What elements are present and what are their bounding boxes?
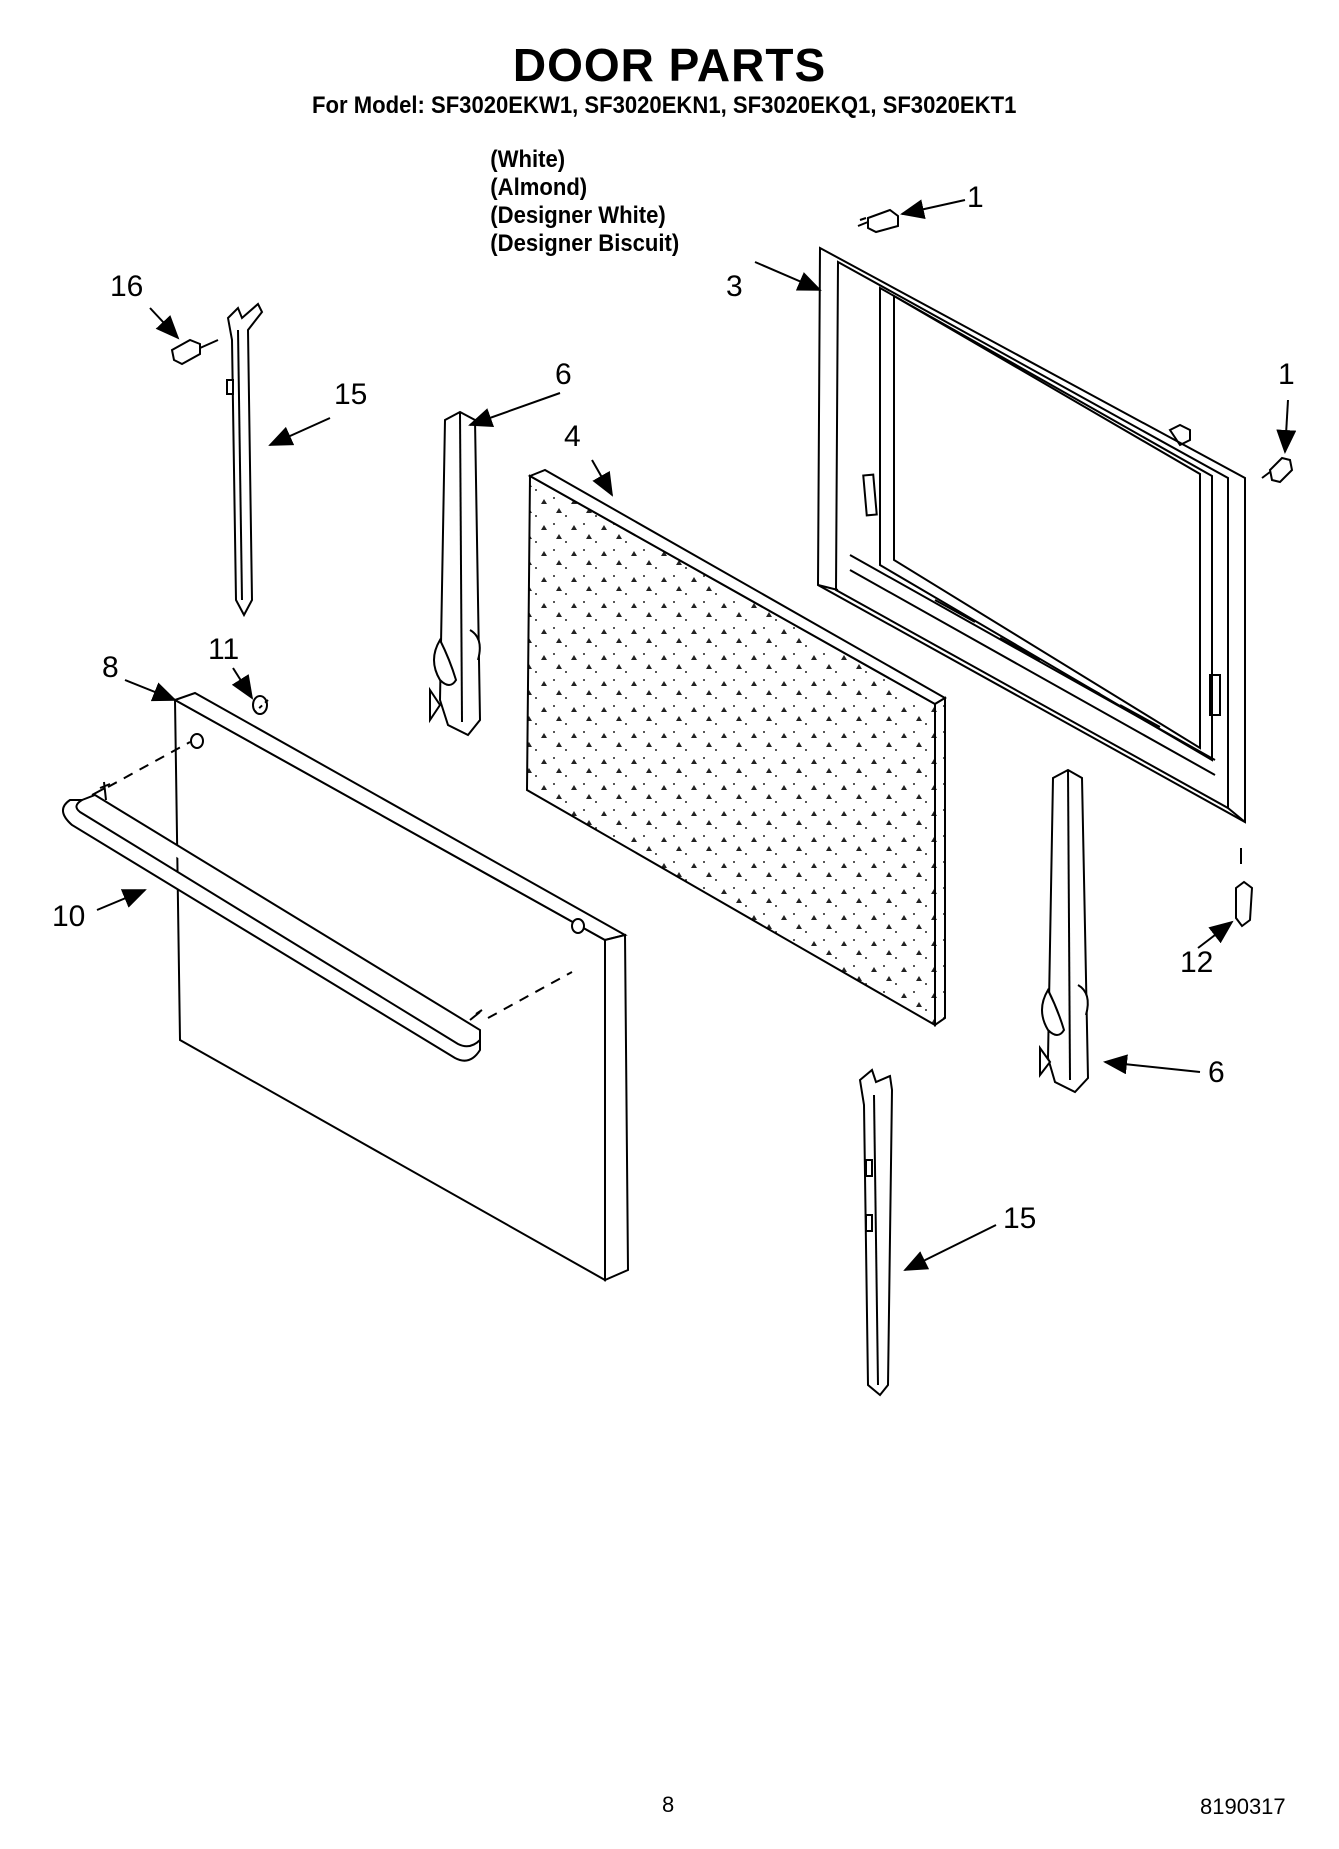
mounting-leaders: [107, 699, 573, 1019]
color-designer-white: (Designer White): [490, 202, 666, 229]
door-frame-part: [816, 246, 1246, 824]
callout-12: 12: [1180, 946, 1213, 979]
document-number: 8190317: [1200, 1794, 1286, 1819]
screw-part-right: [1261, 456, 1294, 484]
hinge-part-top: [429, 410, 482, 737]
callout-1-right: 1: [1278, 358, 1295, 391]
callout-6-bottom: 6: [1208, 1056, 1225, 1089]
callout-3: 3: [726, 270, 743, 303]
callout-16: 16: [110, 270, 143, 303]
hinge-part-bottom: [1039, 768, 1090, 1094]
callout-labels: 1 3 1 6 4 16 15 11 8 10 12 6 15: [52, 181, 1295, 1235]
insulation-panel-part: [525, 468, 947, 1027]
callout-11: 11: [208, 633, 239, 666]
callout-1-top: 1: [967, 181, 984, 214]
color-list: (White) (Almond) (Designer White) (Desig…: [478, 118, 699, 258]
outer-door-panel-part: [172, 691, 630, 1282]
door-handle-part: [62, 781, 483, 1062]
color-white: (White): [490, 146, 566, 173]
page-title: DOOR PARTS: [512, 39, 827, 91]
model-list: For Model: SF3020EKW1, SF3020EKN1, SF302…: [312, 92, 1017, 119]
color-designer-biscuit: (Designer Biscuit): [490, 230, 680, 257]
callout-arrows: [96, 199, 1297, 1271]
callout-15-top: 15: [334, 378, 367, 411]
washer-part-11: [252, 695, 268, 715]
hinge-channel-part-top: [226, 302, 264, 618]
callout-15-bottom: 15: [1003, 1202, 1036, 1235]
screw-part-top: [857, 208, 899, 234]
screw-part-16: [170, 338, 219, 366]
callout-8: 8: [102, 651, 119, 684]
callout-4: 4: [564, 420, 581, 453]
hinge-channel-part-bottom: [858, 1068, 894, 1397]
page-number: 8: [662, 1792, 675, 1817]
callout-10: 10: [52, 900, 85, 933]
callout-6-top: 6: [555, 358, 572, 391]
screw-part-12: [1235, 848, 1254, 928]
color-almond: (Almond): [490, 174, 588, 201]
